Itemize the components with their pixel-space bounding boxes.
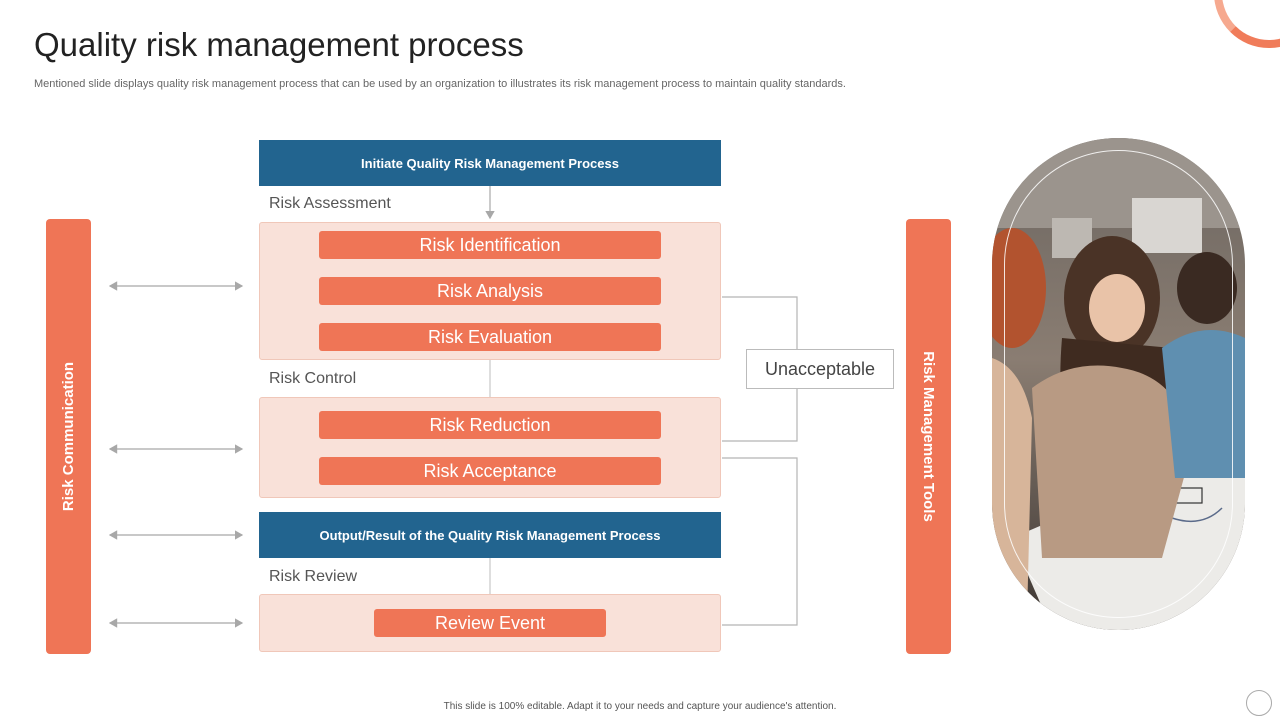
risk-management-tools-label: Risk Management Tools: [920, 351, 937, 522]
risk-acceptance-step: Risk Acceptance: [319, 457, 661, 485]
team-photo: [992, 138, 1245, 630]
corner-circle-icon: [1246, 690, 1272, 716]
team-photo-illustration: [992, 138, 1245, 630]
risk-reduction-step: Risk Reduction: [319, 411, 661, 439]
risk-control-label: Risk Control: [269, 370, 357, 387]
review-event-step: Review Event: [374, 609, 606, 637]
risk-analysis-step: Risk Analysis: [319, 277, 661, 305]
footer-note: This slide is 100% editable. Adapt it to…: [443, 701, 837, 712]
risk-identification-step: Risk Identification: [319, 231, 661, 259]
page-subtitle: Mentioned slide displays quality risk ma…: [34, 78, 846, 90]
loop-control: [722, 457, 798, 626]
risk-communication-label: Risk Communication: [60, 361, 77, 512]
initiate-process-box: Initiate Quality Risk Management Process: [259, 140, 721, 186]
output-result-box: Output/Result of the Quality Risk Manage…: [259, 512, 721, 558]
risk-management-tools-bar: Risk Management Tools: [906, 219, 951, 654]
risk-communication-bar: Risk Communication: [46, 219, 91, 654]
risk-evaluation-step: Risk Evaluation: [319, 323, 661, 351]
page-title: Quality risk management process: [34, 26, 524, 63]
risk-assessment-label: Risk Assessment: [269, 195, 391, 212]
risk-review-label: Risk Review: [269, 568, 358, 585]
unacceptable-box: Unacceptable: [746, 349, 894, 389]
